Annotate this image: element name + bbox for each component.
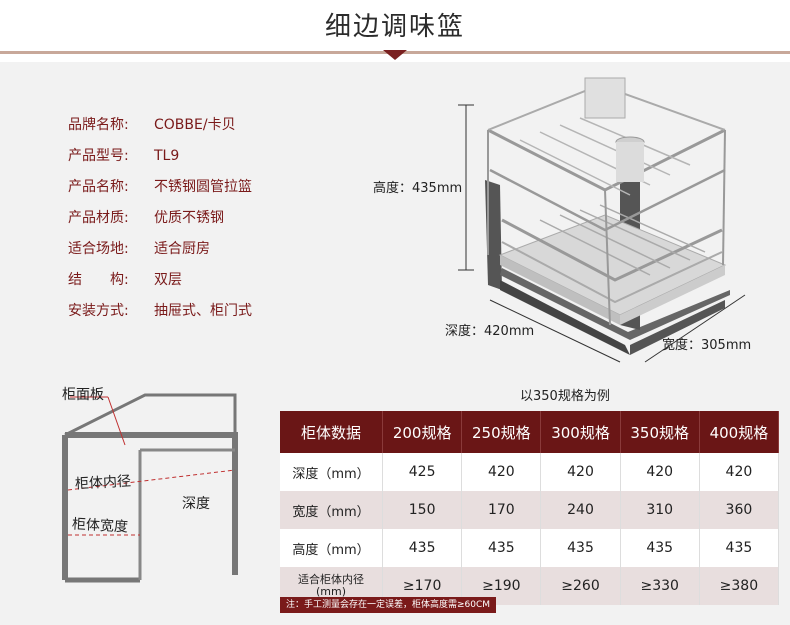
spec-row-location: 适合场地: 适合厨房 — [68, 238, 210, 258]
example-caption: 以350规格为例 — [520, 389, 610, 404]
spec-value: COBBE/卡贝 — [154, 117, 236, 133]
cabinet-width-label: 柜体宽度 — [71, 516, 129, 536]
row-label: 宽度（mm） — [280, 491, 384, 529]
column-header: 200规格 — [382, 411, 463, 453]
table-cell: 425 — [382, 453, 463, 491]
table-cell: 435 — [382, 529, 463, 567]
table-header-row: 柜体数据 200规格 250规格 300规格 350规格 400规格 — [280, 411, 780, 453]
spec-row-install: 安装方式: 抽屉式、柜门式 — [68, 300, 252, 320]
spec-row-material: 产品材质: 优质不锈钢 — [68, 207, 224, 227]
spec-value: 抽屉式、柜门式 — [154, 303, 252, 319]
spec-key: 适合场地: — [68, 241, 129, 257]
width-label: 宽度：305mm — [662, 338, 752, 353]
table-cell: 435 — [461, 529, 542, 567]
table-cell: 240 — [540, 491, 621, 529]
row-label: 高度（mm） — [280, 529, 384, 567]
row-label: 深度（mm） — [280, 453, 384, 491]
table-cell: 310 — [620, 491, 700, 529]
spec-key: 安装方式: — [68, 303, 129, 319]
column-header: 250规格 — [461, 411, 542, 453]
spec-key: 结 构: — [68, 272, 129, 288]
table-cell: 170 — [461, 491, 542, 529]
column-header: 350规格 — [620, 411, 700, 453]
table-row: 宽度（mm） 150 170 240 310 360 — [280, 491, 780, 529]
depth-diagram-label: 深度 — [182, 496, 210, 512]
table-cell: 435 — [620, 529, 700, 567]
table-cell: 435 — [699, 529, 780, 567]
spec-row-brand: 品牌名称: COBBE/卡贝 — [68, 114, 236, 134]
depth-label: 深度：420mm — [445, 324, 535, 339]
column-header: 柜体数据 — [280, 411, 384, 453]
spec-value: 适合厨房 — [154, 241, 210, 257]
spec-key: 产品名称: — [68, 179, 129, 195]
table-cell: ≥380 — [699, 567, 780, 605]
row-label-unit: (mm) — [316, 585, 347, 598]
page-title: 细边调味篮 — [324, 12, 465, 42]
spec-key: 品牌名称: — [68, 117, 129, 133]
table-cell: 420 — [699, 453, 780, 491]
top-panel-label: 柜面板 — [62, 387, 104, 403]
spec-value: TL9 — [154, 148, 180, 164]
table-row: 深度（mm） 425 420 420 420 420 — [280, 453, 780, 491]
table-cell: 435 — [540, 529, 621, 567]
spec-key: 产品材质: — [68, 210, 129, 226]
spec-key: 产品型号: — [68, 148, 129, 164]
down-arrow-icon — [383, 50, 407, 60]
spec-row-model: 产品型号: TL9 — [68, 145, 179, 165]
spec-table: 柜体数据 200规格 250规格 300规格 350规格 400规格 深度（mm… — [280, 411, 780, 605]
table-cell: 420 — [461, 453, 542, 491]
row-label-main: 适合柜体内径 — [298, 573, 365, 586]
table-cell: ≥330 — [620, 567, 700, 605]
spec-value: 优质不锈钢 — [154, 210, 224, 226]
cabinet-diagram — [62, 393, 238, 583]
spec-value: 不锈钢圆管拉篮 — [154, 179, 252, 195]
basket-illustration — [458, 77, 746, 363]
spec-row-name: 产品名称: 不锈钢圆管拉篮 — [68, 176, 252, 196]
spec-row-structure: 结 构: 双层 — [68, 269, 182, 289]
column-header: 300规格 — [540, 411, 621, 453]
table-cell: 420 — [620, 453, 700, 491]
spec-value: 双层 — [154, 272, 182, 288]
inner-width-label: 柜体内径 — [74, 473, 132, 493]
note-badge: 注：手工测量会存在一定误差，柜体高度需≥60CM — [280, 597, 497, 613]
table-cell: 420 — [540, 453, 621, 491]
table-cell: 360 — [699, 491, 780, 529]
header: 细边调味篮 — [0, 0, 790, 62]
table-row: 高度（mm） 435 435 435 435 435 — [280, 529, 780, 567]
table-cell: ≥260 — [540, 567, 621, 605]
column-header: 400规格 — [699, 411, 780, 453]
table-cell: 150 — [382, 491, 463, 529]
height-label: 高度：435mm — [373, 181, 463, 196]
